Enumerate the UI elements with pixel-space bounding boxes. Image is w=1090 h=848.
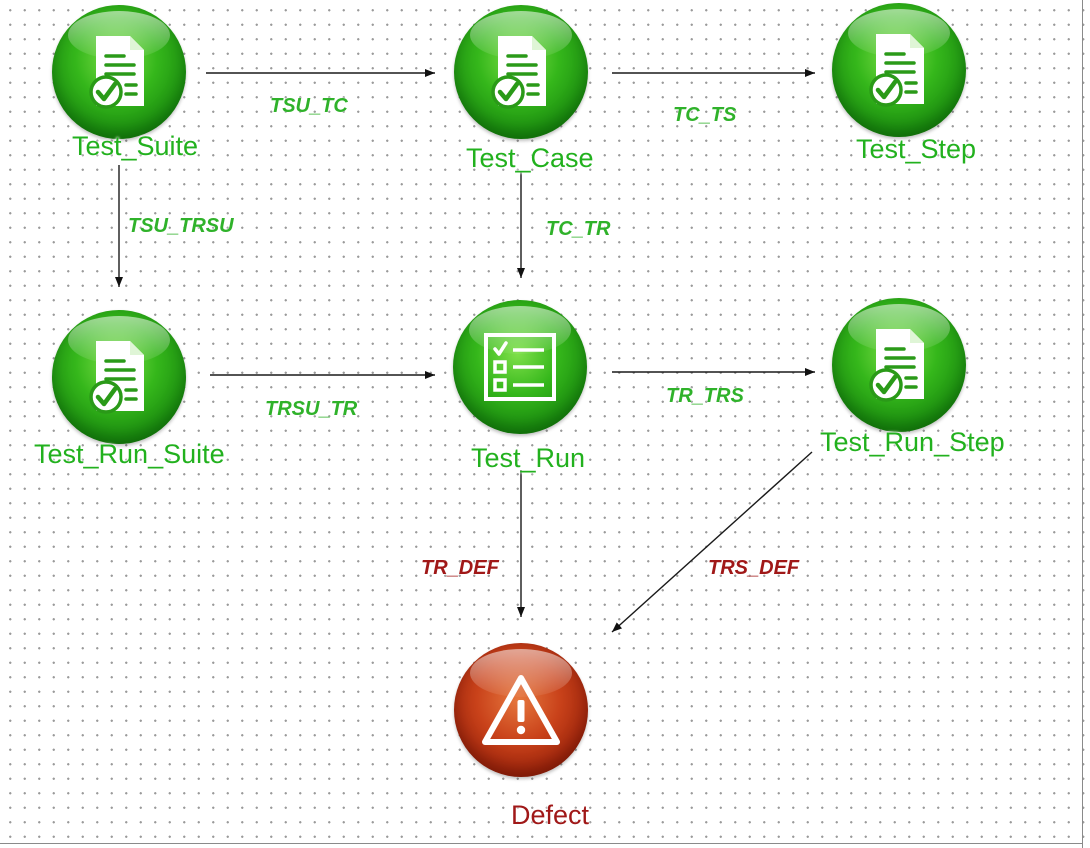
test-run-step-label: Test_Run_Step bbox=[820, 427, 1005, 457]
test-suite-label: Test_Suite bbox=[72, 131, 199, 161]
test-case-label: Test_Case bbox=[466, 143, 594, 173]
test-case-node[interactable] bbox=[454, 5, 588, 139]
edge-label-tc-ts: TC_TS bbox=[673, 104, 737, 126]
warning-triangle-icon bbox=[482, 675, 560, 745]
test-run-label: Test_Run bbox=[471, 443, 586, 473]
edge-label-trsu-tr: TRSU_TR bbox=[265, 398, 358, 420]
document-check-icon bbox=[491, 36, 546, 109]
checklist-icon bbox=[484, 333, 556, 401]
edge-trs-def[interactable] bbox=[611, 451, 813, 633]
test-step-node[interactable] bbox=[832, 3, 966, 137]
edge-label-tr-def: TR_DEF bbox=[421, 557, 499, 579]
canvas-border-right bbox=[1082, 0, 1083, 848]
document-check-icon bbox=[869, 34, 924, 107]
edge-label-tsu-tc: TSU_TC bbox=[270, 95, 348, 117]
canvas-border-bottom bbox=[0, 843, 1083, 844]
document-check-icon bbox=[89, 36, 144, 109]
edge-label-tsu-trsu: TSU_TRSU bbox=[128, 215, 234, 237]
defect-node[interactable] bbox=[454, 643, 588, 777]
document-check-icon bbox=[869, 329, 924, 402]
edge-label-tc-tr: TC_TR bbox=[546, 218, 611, 240]
edge-label-tr-trs: TR_TRS bbox=[666, 385, 744, 407]
test-run-node[interactable] bbox=[453, 300, 587, 434]
test-run-step-node[interactable] bbox=[832, 298, 966, 432]
test-run-suite-label: Test_Run_Suite bbox=[34, 439, 225, 469]
test-run-suite-node[interactable] bbox=[52, 310, 186, 444]
defect-label: Defect bbox=[511, 800, 590, 830]
test-suite-node[interactable] bbox=[52, 5, 186, 139]
document-check-icon bbox=[89, 341, 144, 414]
test-step-label: Test_Step bbox=[856, 134, 977, 164]
edge-label-trs-def: TRS_DEF bbox=[708, 557, 800, 579]
